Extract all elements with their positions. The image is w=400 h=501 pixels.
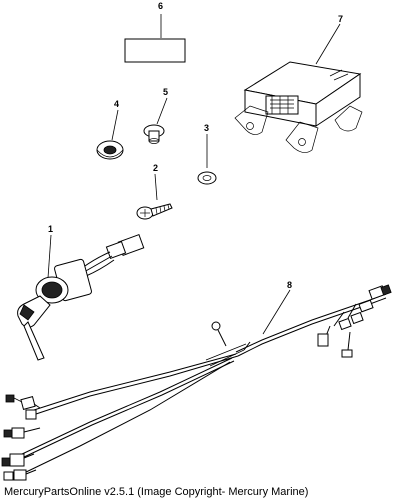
callout-8: 8	[287, 280, 292, 290]
callout-2: 2	[153, 163, 158, 173]
part-4-grommet[interactable]	[96, 109, 124, 160]
callout-7: 7	[338, 14, 343, 24]
part-6-decal[interactable]	[124, 14, 186, 63]
callout-5: 5	[163, 87, 168, 97]
callout-3: 3	[204, 123, 209, 133]
part-1-ignition-switch[interactable]	[17, 234, 145, 361]
part-2-screw[interactable]	[136, 173, 173, 220]
part-8-wiring-harness[interactable]	[1, 284, 392, 481]
part-5-plug[interactable]	[143, 97, 168, 144]
copyright-caption: MercuryPartsOnline v2.5.1 (Image Copyrig…	[4, 486, 309, 498]
callout-6: 6	[158, 1, 163, 11]
part-7-ecm-module[interactable]	[234, 23, 363, 153]
callout-1: 1	[48, 224, 53, 234]
part-3-washer[interactable]	[197, 134, 217, 185]
callout-4: 4	[114, 99, 119, 109]
